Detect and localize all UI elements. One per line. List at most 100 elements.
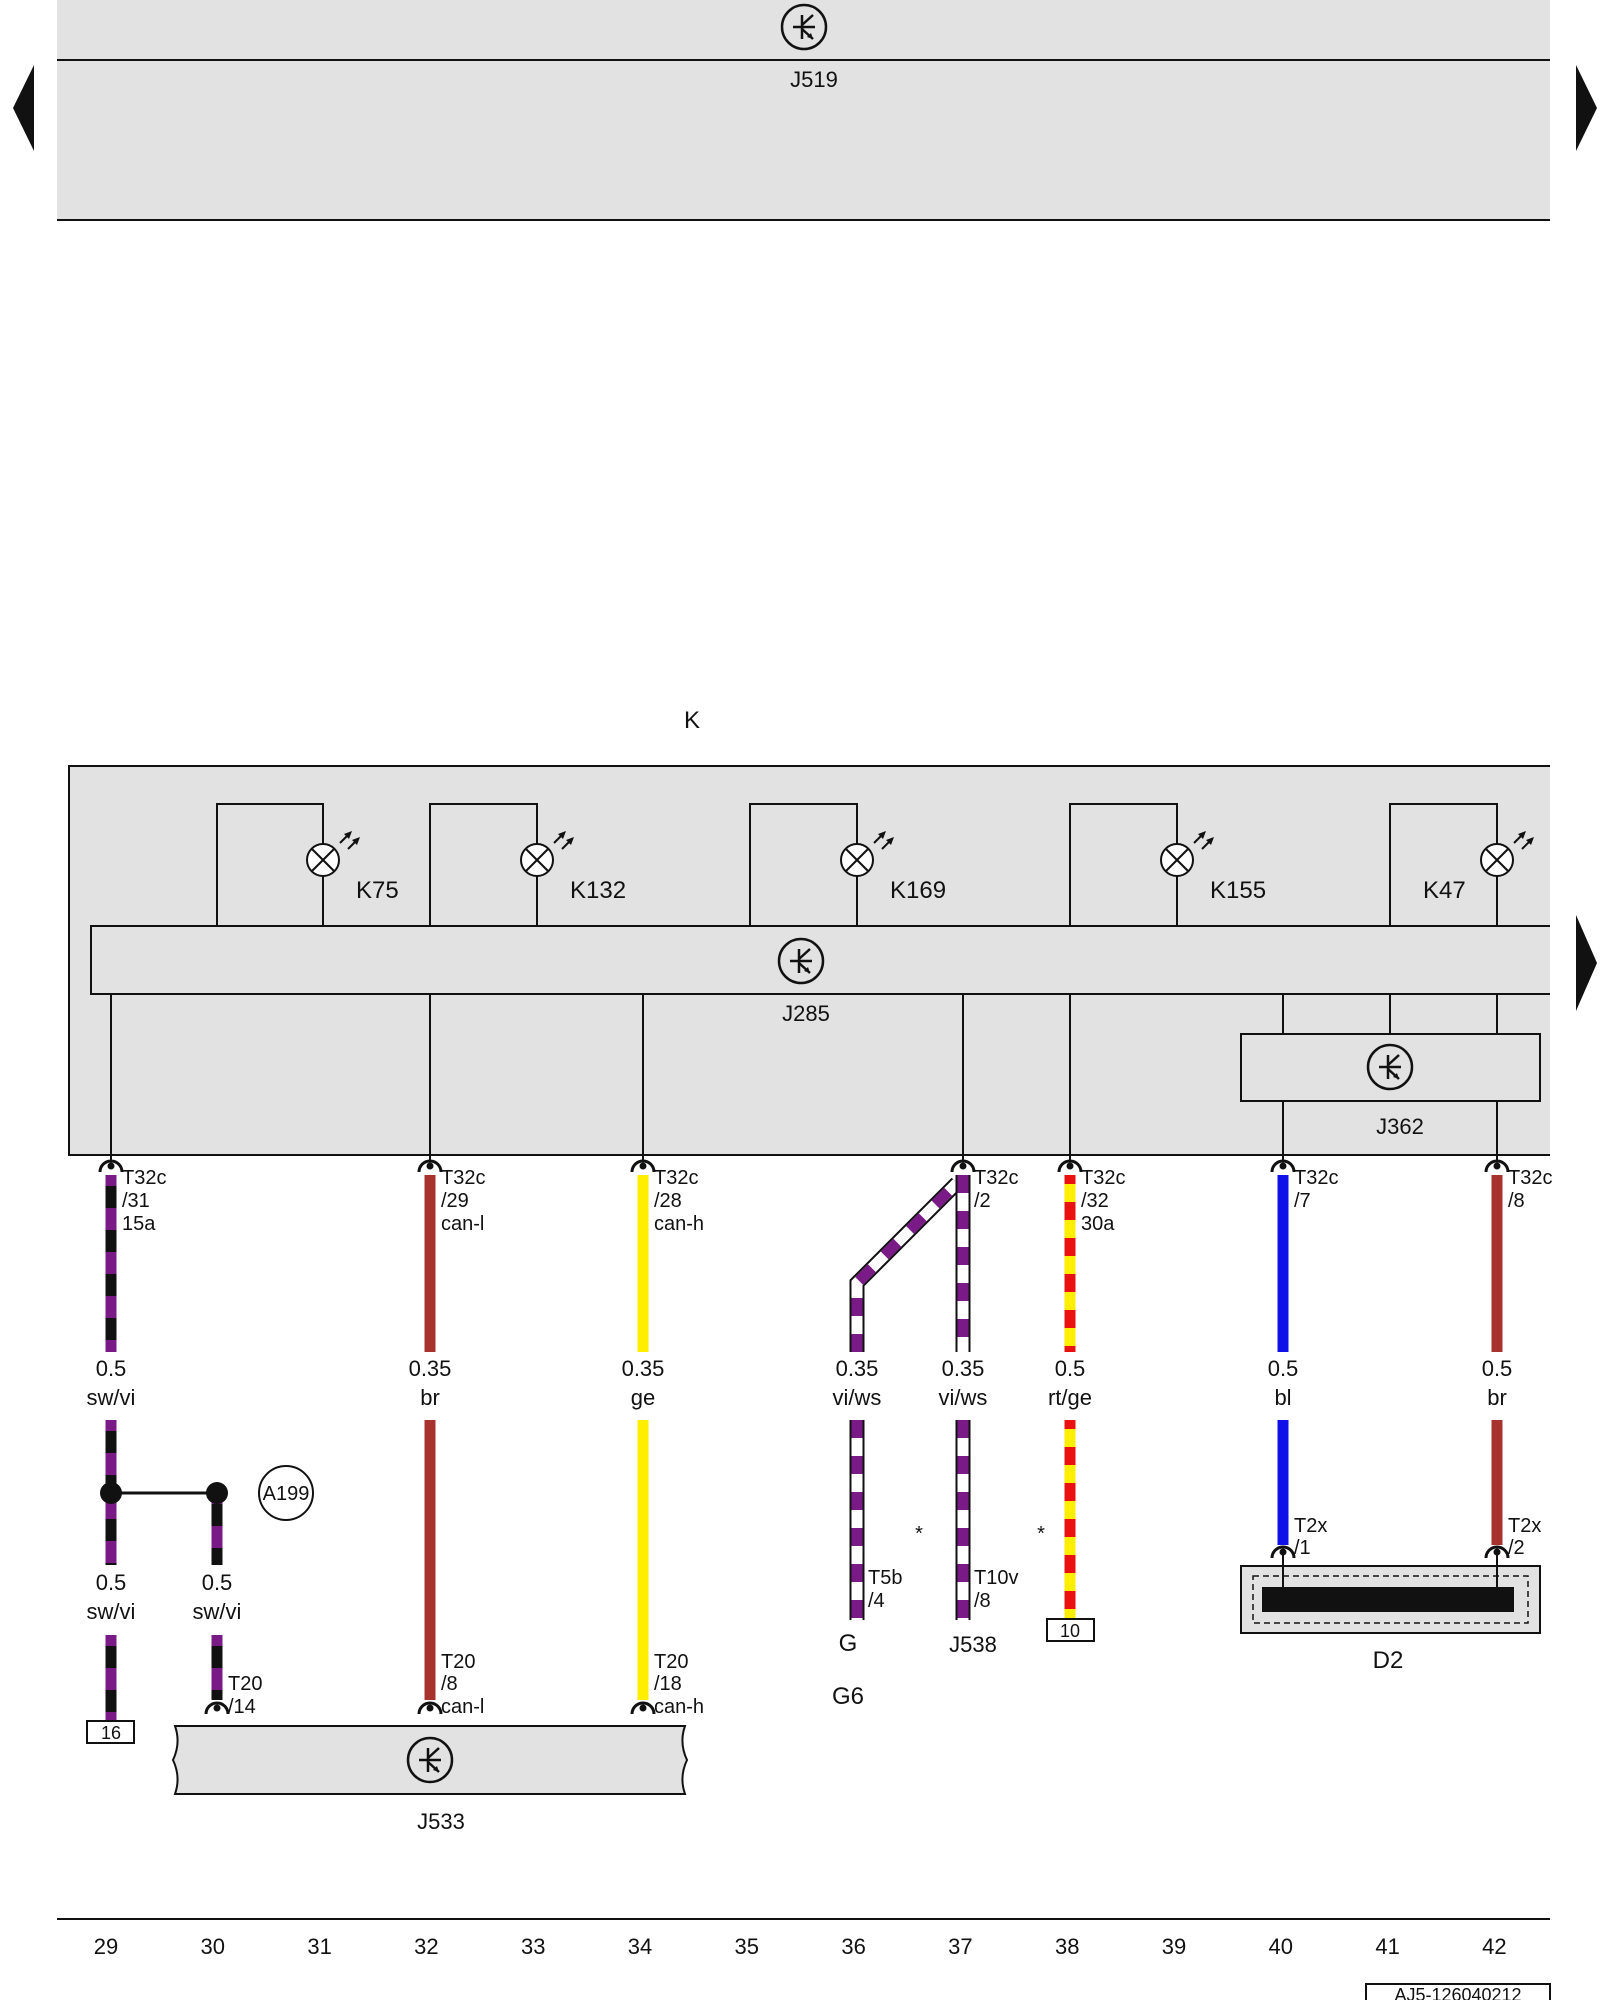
asterisk-note: * (915, 1523, 923, 1545)
j538-label: J538 (949, 1632, 997, 1657)
connector-pin: /8 (1508, 1190, 1525, 1212)
wire-color: vi/ws (939, 1385, 988, 1410)
connector-label: T32c (974, 1167, 1018, 1189)
connector-label: T20 (441, 1651, 475, 1673)
k47-label: K47 (1423, 877, 1466, 904)
lower-wires (105, 1420, 1503, 1722)
column-number: 38 (1055, 1934, 1079, 1959)
g-label: G (839, 1630, 858, 1657)
connector-pin: /18 (654, 1673, 682, 1695)
j533-label: J533 (417, 1809, 465, 1834)
connector-pin: /4 (868, 1590, 885, 1612)
connector-pin: /29 (441, 1190, 469, 1212)
wire-size: 0.35 (622, 1356, 665, 1381)
column-number: 31 (307, 1934, 331, 1959)
connector-label: T10v (974, 1567, 1018, 1589)
wire-size: 0.5 (202, 1570, 233, 1595)
wire-color: sw/vi (87, 1385, 136, 1410)
ground-point-16 (86, 1720, 135, 1744)
connector-pin: /2 (974, 1190, 991, 1212)
connector-label: T32c (441, 1167, 485, 1189)
splice-dot (206, 1482, 228, 1504)
column-number: 33 (521, 1934, 545, 1959)
j362-label: J362 (1376, 1114, 1424, 1139)
wire-color: br (1487, 1385, 1507, 1410)
column-number: 41 (1375, 1934, 1399, 1959)
connector-pin: /7 (1294, 1190, 1311, 1212)
wire-color: rt/ge (1048, 1385, 1092, 1410)
t32c-28-connector-icon (630, 1159, 656, 1174)
connector-label: T20 (654, 1651, 688, 1673)
connector-pin: /8 (974, 1590, 991, 1612)
connector-pin: /1 (1294, 1537, 1311, 1559)
connector-pin: /28 (654, 1190, 682, 1212)
j519-label: J519 (790, 67, 838, 92)
wire-size: 0.5 (1268, 1356, 1299, 1381)
d2-label: D2 (1373, 1647, 1404, 1674)
connector-label: T5b (868, 1567, 902, 1589)
wire-color: vi/ws (833, 1385, 882, 1410)
doc-id-box (1365, 1983, 1551, 2000)
connector-pin: /2 (1508, 1537, 1525, 1559)
j285-label: J285 (782, 1001, 830, 1026)
ground-point-10 (1046, 1618, 1095, 1642)
connector-label: T2x (1508, 1515, 1541, 1537)
ground-10-label: 10 (1060, 1621, 1080, 1641)
cluster-continue-arrow-icon[interactable] (1576, 915, 1597, 1011)
connector-pin: /32 (1081, 1190, 1109, 1212)
connector-signal: can-h (654, 1213, 704, 1235)
t32c-2-connector-icon (950, 1159, 976, 1174)
t32c-31-connector-icon (98, 1159, 124, 1174)
wire-size: 0.5 (96, 1570, 127, 1595)
next-page-arrow-icon[interactable] (1576, 65, 1597, 151)
j519-panel (57, 0, 1550, 220)
column-number: 34 (628, 1934, 652, 1959)
wire-color: sw/vi (193, 1599, 242, 1624)
doc-id: AJ5-126040212 (1394, 1985, 1521, 2000)
connector-signal: 30a (1081, 1213, 1115, 1235)
wire-color: ge (631, 1385, 655, 1410)
connector-signal: can-l (441, 1213, 484, 1235)
cluster-label: K (684, 707, 700, 734)
wire-size: 0.35 (836, 1356, 879, 1381)
t32c-7-connector-icon (1270, 1159, 1296, 1174)
k75-label: K75 (356, 877, 399, 904)
wire-color: bl (1274, 1385, 1291, 1410)
column-number: 32 (414, 1934, 438, 1959)
wire-size: 0.5 (96, 1356, 127, 1381)
column-number: 39 (1162, 1934, 1186, 1959)
a199-label: A199 (263, 1483, 310, 1505)
wire-size: 0.35 (409, 1356, 452, 1381)
wire-size: 0.35 (942, 1356, 985, 1381)
column-number: 36 (841, 1934, 865, 1959)
connector-pin: /14 (228, 1696, 256, 1718)
column-number: 42 (1482, 1934, 1506, 1959)
connector-pin: /31 (122, 1190, 150, 1212)
wire-size: 0.5 (1482, 1356, 1513, 1381)
connector-label: T32c (1081, 1167, 1125, 1189)
connector-pin: /8 (441, 1673, 458, 1695)
connector-label: T32c (654, 1167, 698, 1189)
wire-color: sw/vi (87, 1599, 136, 1624)
k169-label: K169 (890, 877, 946, 904)
upper-wires (105, 1175, 1503, 1352)
column-number: 30 (201, 1934, 225, 1959)
d2-coil-block (1262, 1587, 1514, 1612)
k132-label: K132 (570, 877, 626, 904)
t32c-29-connector-icon (417, 1159, 443, 1174)
connector-label: T32c (122, 1167, 166, 1189)
wire-color: br (420, 1385, 440, 1410)
connector-label: T32c (1508, 1167, 1552, 1189)
connector-label: T32c (1294, 1167, 1338, 1189)
ground-16-label: 16 (101, 1723, 121, 1743)
wire-size: 0.5 (1055, 1356, 1086, 1381)
column-number: 40 (1269, 1934, 1293, 1959)
splice-dot (100, 1482, 122, 1504)
t20-14-connector-icon (204, 1701, 230, 1716)
j285-box (90, 925, 1550, 995)
previous-page-arrow-icon[interactable] (13, 65, 34, 151)
connector-label: T20 (228, 1673, 262, 1695)
connector-signal: 15a (122, 1213, 156, 1235)
